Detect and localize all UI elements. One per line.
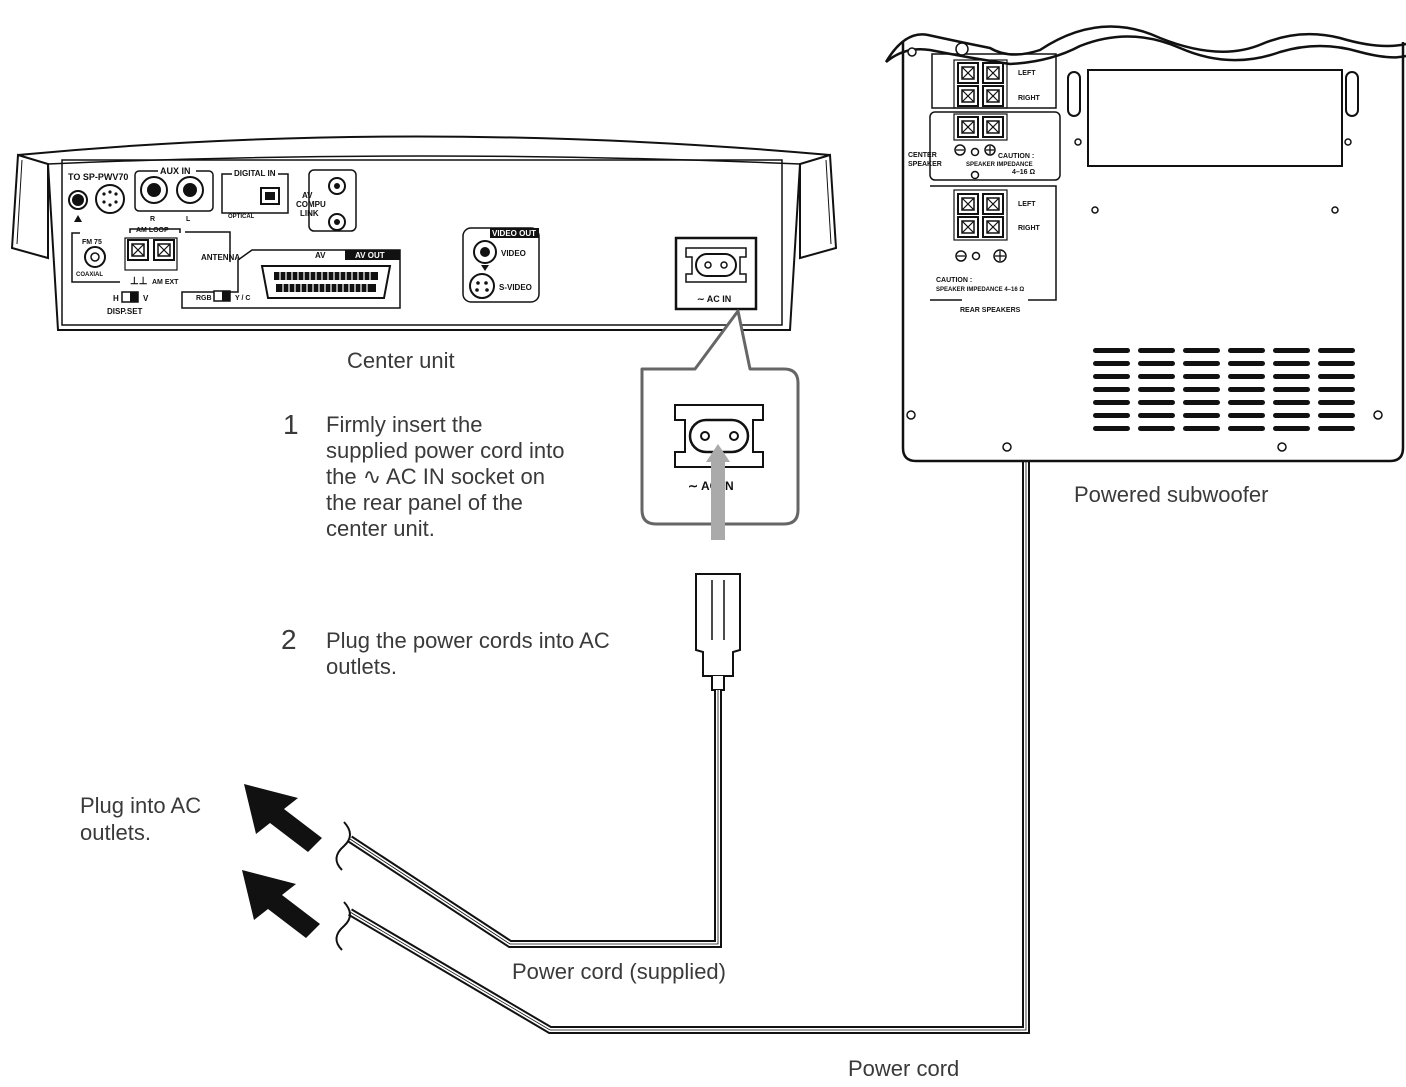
v-label: V [143, 294, 149, 303]
av-scart-label: AV [315, 251, 326, 260]
plug-into-ac-label: Plug into AC outlets. [80, 793, 202, 845]
power-cord-supplied-label: Power cord (supplied) [512, 959, 726, 984]
ac-in-zoom-callout: ∼ AC IN [640, 309, 800, 540]
rear-impedance-label: SPEAKER IMPEDANCE 4–16 Ω [936, 287, 1024, 293]
to-sp-label: TO SP-PWV70 [68, 172, 128, 182]
step-2-text: Plug the power cords into AC outlets. [326, 628, 610, 679]
disp-set-label: DISP.SET [107, 307, 143, 316]
impedance-value: 4–16 Ω [1012, 169, 1036, 176]
center-unit: TO SP-PWV70 AUX IN R L DIGITAL IN OPTICA… [10, 135, 838, 331]
center-unit-label: Center unit [347, 348, 455, 373]
yc-label: Y / C [235, 295, 250, 302]
ac-in-small-label: ∼ AC IN [697, 294, 731, 304]
speaker-label: SPEAKER [908, 161, 942, 168]
speaker-impedance-label: SPEAKER IMPEDANCE [966, 162, 1033, 168]
svg-text:⊥⊥: ⊥⊥ [130, 276, 148, 287]
aux-r-label: R [150, 216, 155, 223]
av-label: AV [302, 191, 313, 200]
coaxial-label: COAXIAL [76, 272, 103, 278]
step-1-number: 1 [283, 409, 299, 440]
rear-left-label: LEFT [1018, 201, 1036, 208]
subwoofer: LEFT RIGHT CENTER SPEAKER CAUTION : SPEA… [884, 25, 1406, 463]
aux-in-label: AUX IN [160, 166, 191, 176]
digital-in-label: DIGITAL IN [234, 169, 276, 178]
step-1-text: Firmly insert the supplied power cord in… [326, 412, 565, 541]
ac-in-zoom-label: ∼ AC IN [688, 479, 734, 493]
rear-speakers-label: REAR SPEAKERS [960, 307, 1021, 314]
video-out-label: VIDEO OUT [492, 229, 536, 238]
aux-l-label: L [186, 216, 191, 223]
front-right-label: RIGHT [1018, 95, 1041, 102]
power-cord-label: Power cord [848, 1056, 960, 1081]
fm75-label: FM 75 [82, 239, 102, 246]
am-ext-label: AM EXT [152, 279, 179, 286]
caution-label: CAUTION : [998, 153, 1034, 160]
av-out-label: AV OUT [355, 251, 385, 260]
antenna-label: ANTENNA [201, 253, 240, 262]
front-left-label: LEFT [1018, 70, 1036, 77]
outlet-arrow-2 [242, 870, 320, 938]
video-label: VIDEO [501, 249, 526, 258]
rear-caution-label: CAUTION : [936, 277, 972, 284]
optical-label: OPTICAL [228, 214, 255, 220]
h-label: H [113, 294, 119, 303]
rgb-label: RGB [196, 295, 212, 302]
center-label: CENTER [908, 152, 937, 159]
power-cord-supplied [335, 573, 741, 948]
am-loop-label: AM LOOP [136, 227, 169, 234]
step-2-number: 2 [281, 624, 297, 655]
compu-label: COMPU [296, 200, 326, 209]
rear-right-label: RIGHT [1018, 225, 1041, 232]
outlet-arrow-1 [244, 784, 322, 852]
link-label: LINK [300, 209, 319, 218]
s-video-label: S-VIDEO [499, 283, 532, 292]
subwoofer-label: Powered subwoofer [1074, 482, 1269, 507]
